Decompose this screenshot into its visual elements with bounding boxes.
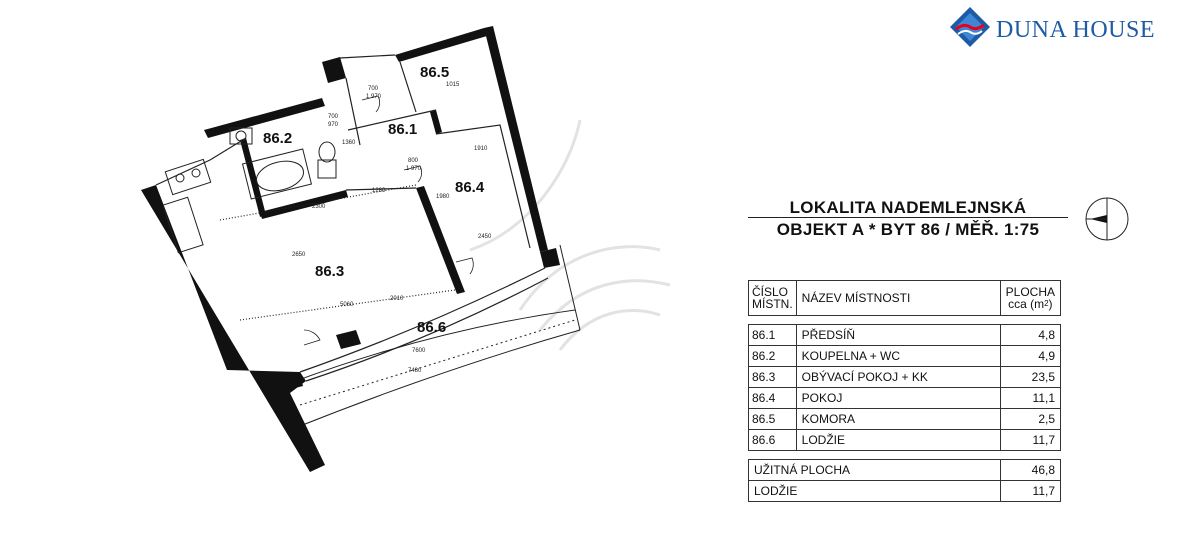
dimension-label: 1015 (446, 82, 460, 88)
dimension-label: 2300 (312, 204, 326, 210)
dimension-label: 1 970 (366, 94, 382, 100)
dimension-label: 7480 (408, 368, 422, 374)
door-swings (303, 95, 474, 346)
dimension-label: 970 (328, 122, 339, 128)
dimension-label: 2010 (390, 296, 404, 302)
dimension-label: 5060 (340, 302, 354, 308)
exterior-walls (141, 26, 560, 472)
column-header-name: NÁZEV MÍSTNOSTI (795, 280, 1001, 316)
dimension-label: 2450 (478, 234, 492, 240)
north-arrow-icon (1085, 197, 1129, 241)
bathtub-icon (241, 148, 313, 200)
room-label-86-4: 86.4 (455, 179, 485, 196)
room-label-86-6: 86.6 (417, 319, 446, 336)
room-label-86-1: 86.1 (388, 121, 417, 138)
toilet-icon (317, 141, 337, 179)
kitchen-counter-icon (162, 158, 212, 254)
floor-plan: 86.5 86.2 86.1 86.4 86.3 86.6 700 970 70… (141, 26, 671, 472)
loggia-outline (284, 244, 581, 429)
location-title: LOKALITA NADEMLEJNSKÁ (789, 198, 1027, 217)
dimension-label: 1980 (436, 194, 450, 200)
dimension-label: 700 (328, 114, 339, 120)
table-spacer (748, 315, 1061, 325)
watermark-logo (469, 119, 671, 351)
dimension-label: 1 970 (406, 166, 422, 172)
dimension-label: 7600 (412, 348, 426, 354)
brand-logo: DUNA HOUSE (948, 5, 1188, 51)
sink-icon (229, 127, 253, 145)
room-label-86-3: 86.3 (315, 263, 344, 280)
room-label-86-2: 86.2 (263, 130, 292, 147)
duna-house-logo-icon (950, 7, 990, 47)
dimension-label: 800 (408, 158, 419, 164)
object-title: OBJEKT A * BYT 86 / MĚŘ. 1:75 (776, 220, 1040, 239)
brand-name: DUNA HOUSE (996, 17, 1156, 43)
table-spacer (748, 450, 1061, 460)
dimension-label: 1280 (372, 188, 386, 194)
title-divider (748, 217, 1068, 218)
dimension-label: 2650 (292, 252, 306, 258)
interior-walls (155, 54, 549, 382)
room-label-86-5: 86.5 (420, 64, 449, 81)
dimension-label: 1360 (342, 140, 356, 146)
dimension-label: 1910 (474, 146, 488, 152)
dimension-label: 700 (368, 86, 379, 92)
